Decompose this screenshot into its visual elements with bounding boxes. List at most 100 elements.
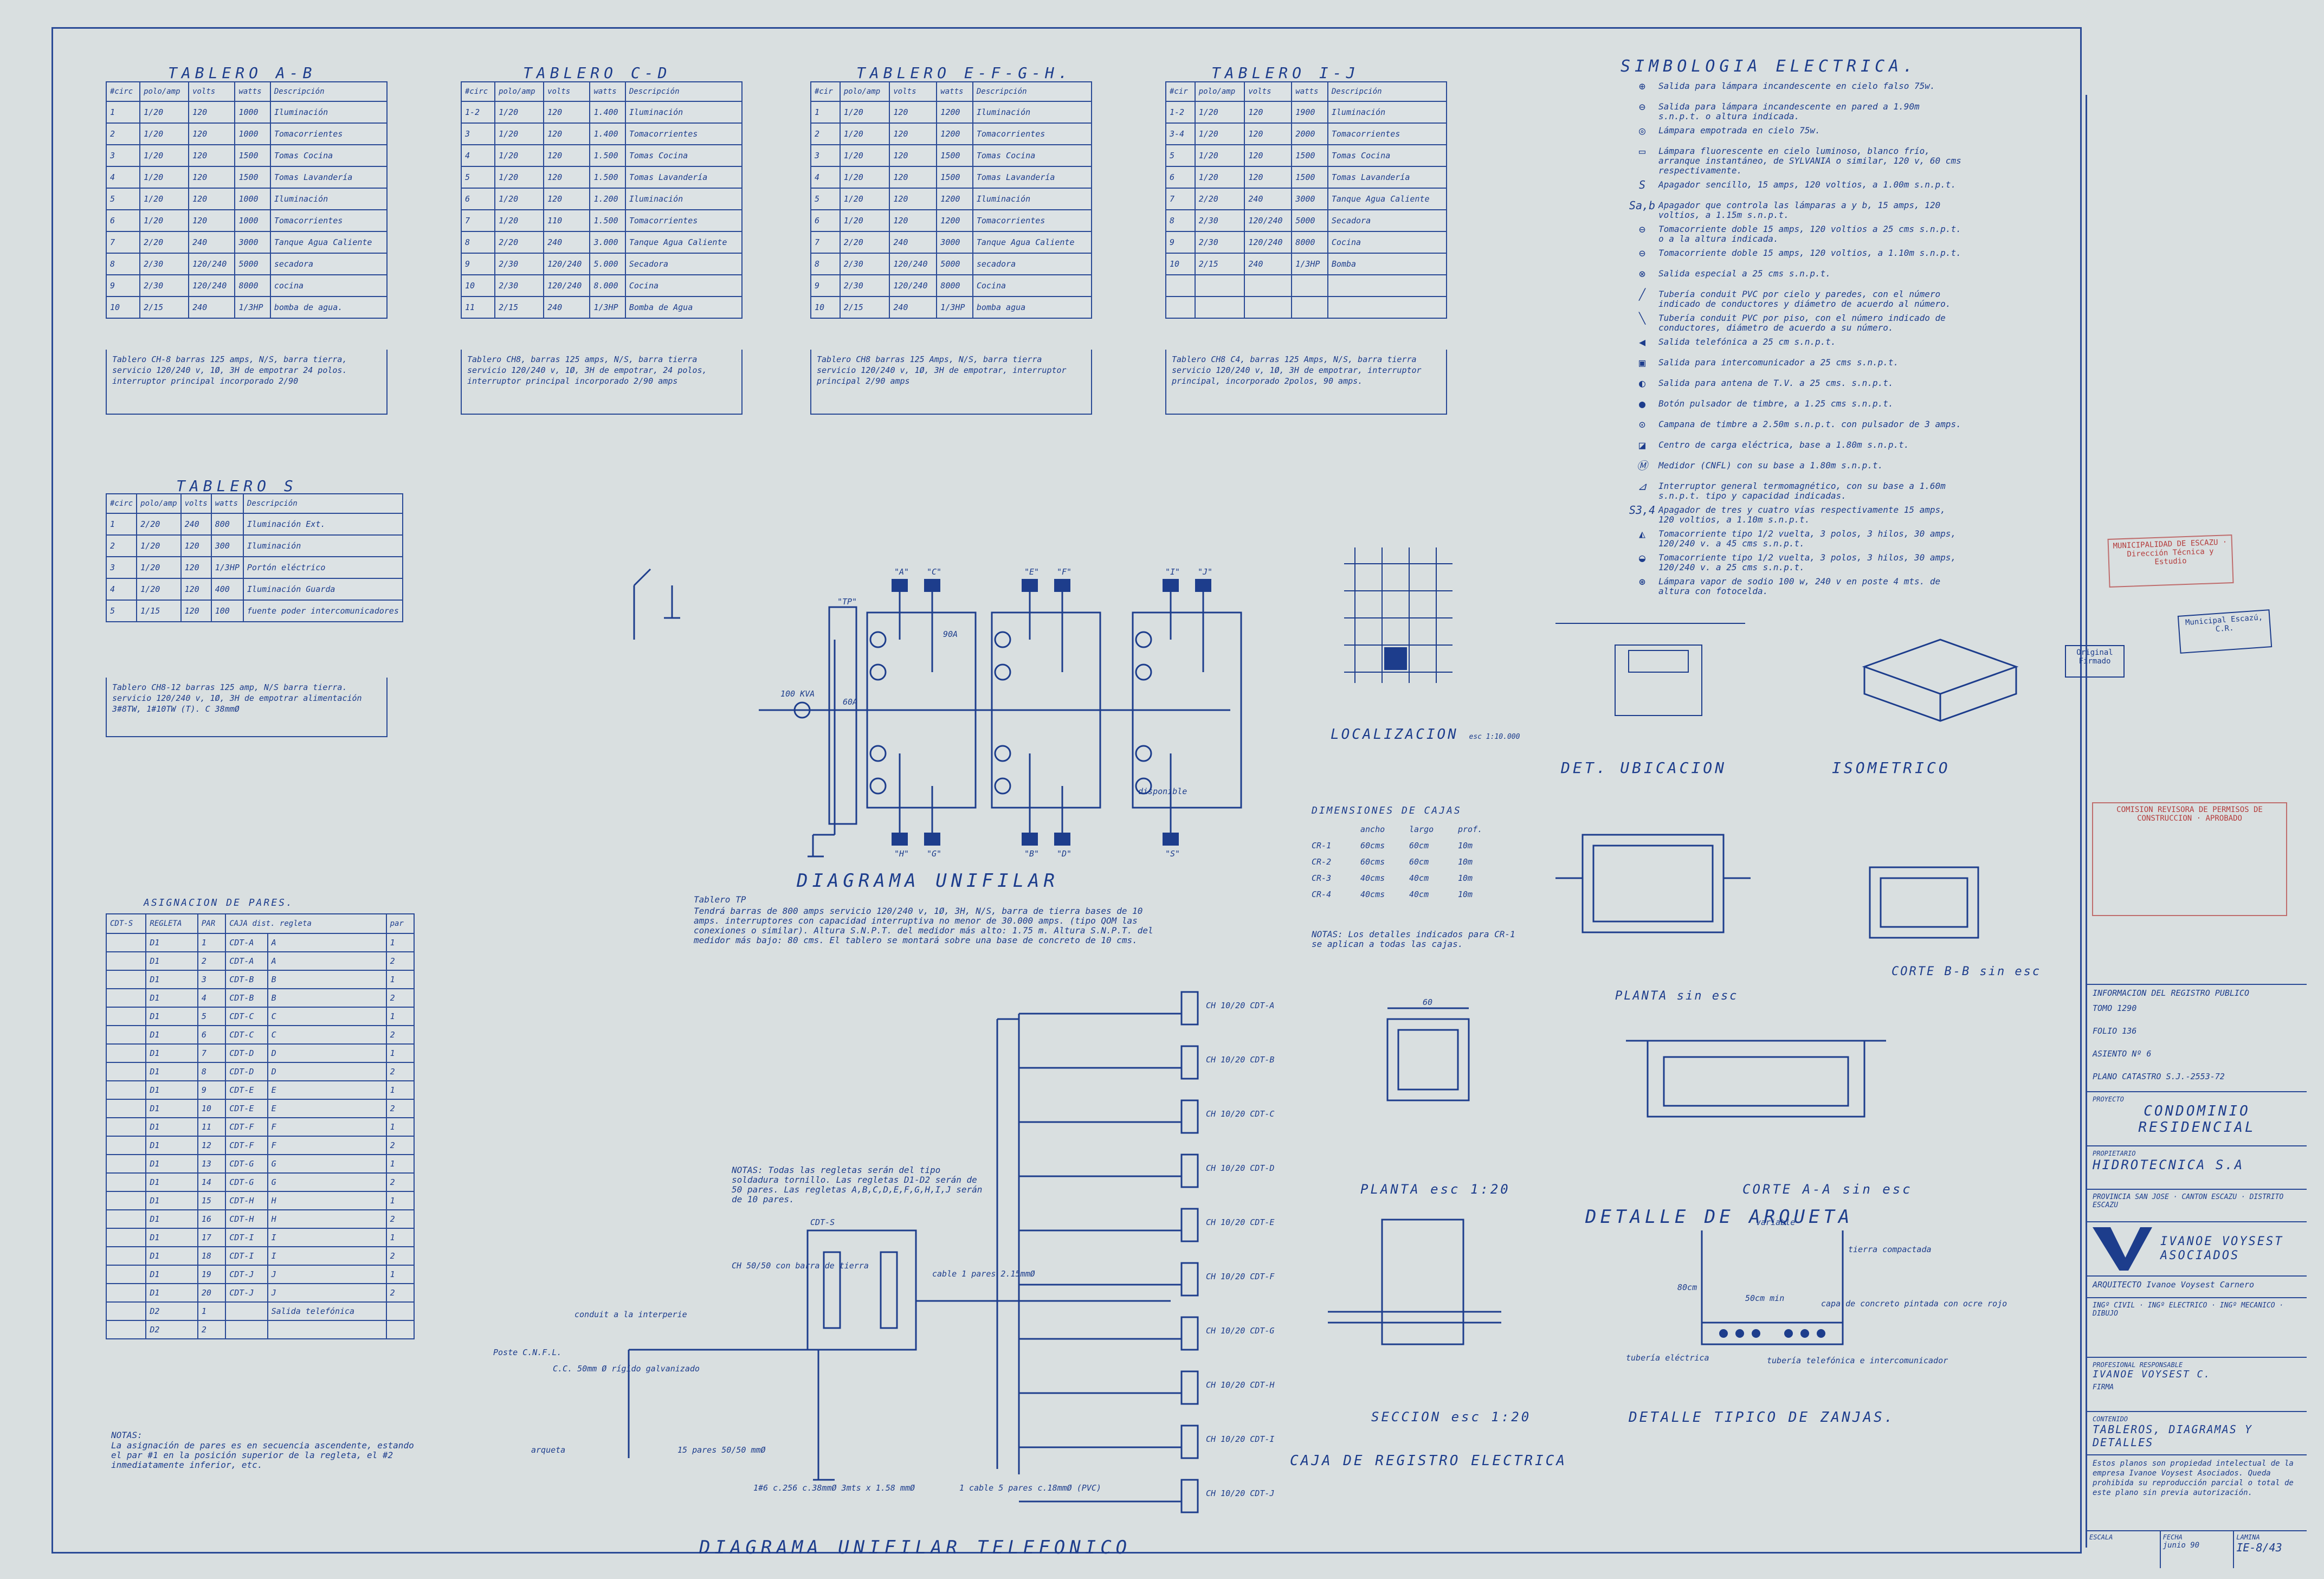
table-cell: Iluminación [269, 188, 388, 210]
symbol-description: Lámpara fluorescente en cielo luminoso, … [1658, 146, 1961, 176]
table-cell: 1200 [936, 209, 973, 232]
localizacion-scale: esc 1:10.000 [1469, 733, 1520, 741]
tb-lamina-label: LAMINA [2236, 1533, 2260, 1541]
symbol-icon: ⊛ [1638, 575, 1646, 588]
table-cell: 1/20 [494, 166, 545, 189]
table-cell: 4 [197, 988, 227, 1008]
symbol-icon: ⊗ [1638, 267, 1646, 280]
table-cell: 5 [1165, 144, 1196, 167]
tablero-ab-title: TABLERO A-B [168, 64, 317, 82]
table-cell: I [267, 1228, 387, 1247]
table-cell: 1900 [1291, 101, 1328, 124]
tablero-cd-note: Tablero CH8, barras 125 amps, N/S, barra… [461, 350, 743, 415]
table-cell: 2/15 [139, 296, 190, 319]
table-cell: 9 [1165, 231, 1196, 254]
table-header: #circ [105, 493, 138, 514]
tel-box-label: CH 10/20 CDT-H [1206, 1380, 1275, 1390]
table-cell: I [267, 1246, 387, 1266]
table-cell: 3.000 [589, 231, 626, 254]
table-cell: 2/30 [494, 274, 545, 297]
symbol-icon: ◐ [1638, 377, 1646, 390]
diagrama-unifilar-drawing: "TP" "A" "C" "E" "F" "I" "J" "H" "G" "B"… [633, 567, 1242, 859]
tb-firma: FIRMA [2093, 1383, 2114, 1391]
arqueta-title: DETALLE DE ARQUETA [1585, 1206, 1854, 1228]
table-cell [105, 1228, 147, 1247]
symbol-row: ⊕Salida para lámpara incandescente en ci… [1626, 81, 1962, 98]
table-cell [105, 951, 147, 971]
tel-distribution-box [1180, 1208, 1199, 1242]
table-cell: CDT-A [225, 933, 268, 952]
table-cell: 120 [889, 123, 938, 145]
symbol-row: ⊙Campana de timbre a 2.50m s.n.p.t. con … [1626, 418, 1962, 436]
tel-distribution-box [1180, 1479, 1199, 1513]
table-header: polo/amp [136, 493, 182, 514]
symbol-description: Tubería conduit PVC por piso, con el núm… [1658, 313, 1946, 333]
table-cell: 120 [188, 101, 236, 124]
table-cell: CDT-D [225, 1062, 268, 1081]
dimensiones-notas: NOTAS: Los detalles indicados para CR-1 … [1312, 929, 1515, 949]
table-cell: 1/20 [494, 123, 545, 145]
table-cell: D1 [145, 1172, 198, 1192]
symbol-row: ◀Salida telefónica a 25 cm s.n.p.t. [1626, 337, 1962, 353]
table-cell: Tomacorrientes [624, 209, 743, 232]
symbol-icon: ⊙ [1638, 418, 1646, 431]
table-cell: 5 [105, 188, 141, 210]
unifilar-label-d: "D" [1057, 849, 1071, 859]
table-cell: 1/20 [839, 188, 890, 210]
table-cell [105, 1246, 147, 1266]
tb-footer: ESCALA FECHA junio 90 LAMINA IE-8/43 [2087, 1530, 2307, 1568]
table-cell: CDT-D [225, 1043, 268, 1063]
tb-plano: PLANO CATASTRO S.J.-2553-72 [2093, 1072, 2225, 1081]
symbol-icon: ⊖ [1638, 100, 1646, 113]
table-cell: 2 [385, 951, 415, 971]
table-cell: 3-4 [1165, 123, 1196, 145]
table-cell: D1 [145, 1191, 198, 1210]
table-cell: 120 [188, 123, 236, 145]
table-cell: 120/240 [1244, 231, 1293, 254]
tel-label-cable: cable 1 pares 2.15mmØ [932, 1269, 1035, 1279]
table-header: PAR [197, 913, 227, 934]
table-cell: CDT-C [225, 1007, 268, 1026]
table-cell: Iluminación [972, 101, 1093, 124]
tel-distribution-box [1180, 1425, 1199, 1459]
table-cell: D1 [145, 1025, 198, 1045]
table-cell: D1 [145, 1228, 198, 1247]
dim-cell: 60cms [1360, 841, 1385, 850]
table-cell: 1/20 [494, 188, 545, 210]
tablero-efgh-title: TABLERO E-F-G-H. [856, 64, 1072, 82]
table-header: Descripción [972, 81, 1093, 102]
table-cell: 120 [1244, 166, 1293, 189]
table-cell: 1500 [234, 144, 271, 167]
table-cell: 120 [188, 188, 236, 210]
tb-contenido-value: TABLEROS, DIAGRAMAS Y DETALLES [2093, 1423, 2252, 1449]
table-cell: 8.000 [589, 274, 626, 297]
table-cell: 2/15 [494, 296, 545, 319]
tb-proyecto: PROYECTO CONDOMINIO RESIDENCIAL [2087, 1091, 2307, 1145]
table-cell: 5000 [234, 253, 271, 275]
table-cell: 4 [105, 578, 138, 601]
table-cell: 8 [105, 253, 141, 275]
table-header: volts [180, 493, 212, 514]
table-cell: 120 [543, 123, 591, 145]
symbol-description: Tomacorriente doble 15 amps, 120 voltios… [1658, 224, 1961, 244]
table-cell: 120 [1244, 101, 1293, 124]
dim-cell: 60cm [1409, 841, 1429, 850]
table-cell [105, 933, 147, 952]
table-cell: 120/240 [188, 274, 236, 297]
dim-cell: 60cms [1360, 857, 1385, 867]
table-cell [105, 1025, 147, 1045]
table-cell: 1 [385, 1117, 415, 1137]
table-cell: 6 [810, 209, 841, 232]
table-header: polo/amp [839, 81, 890, 102]
table-cell: 240 [1244, 188, 1293, 210]
table-cell: CDT-G [225, 1154, 268, 1174]
table-cell: 1/3HP [234, 296, 271, 319]
